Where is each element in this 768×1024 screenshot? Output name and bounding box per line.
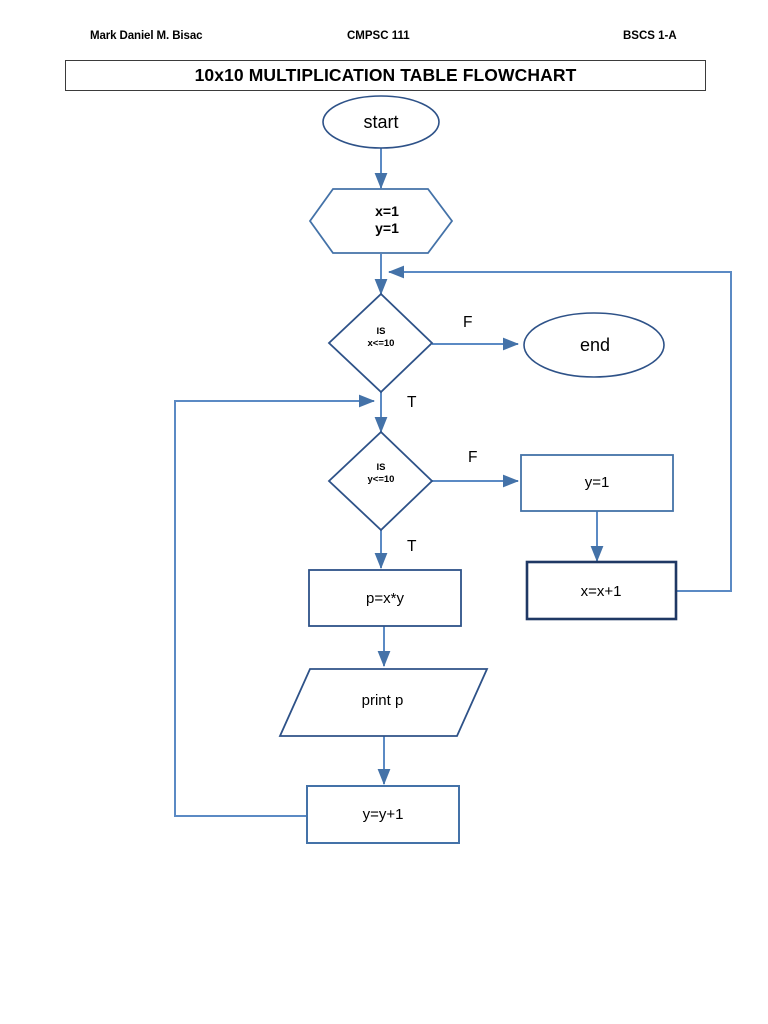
node-x-inc [525, 560, 678, 621]
node-compute [308, 569, 462, 627]
node-start [322, 95, 440, 149]
node-y-inc [306, 785, 460, 844]
header-section: BSCS 1-A [623, 30, 677, 42]
page-title: 10x10 MULTIPLICATION TABLE FLOWCHART [194, 65, 577, 85]
node-decision-y [327, 430, 434, 532]
edge-y-inc-loop-back-to-decision-y [174, 394, 375, 817]
title-banner: 10x10 MULTIPLICATION TABLE FLOWCHART [65, 60, 706, 91]
header-course-code: CMPSC 111 [347, 30, 410, 42]
node-init-hexagon [308, 188, 454, 254]
page-header: Mark Daniel M. Bisac CMPSC 111 BSCS 1-A [0, 30, 768, 50]
node-end [523, 312, 665, 378]
header-student-name: Mark Daniel M. Bisac [90, 30, 203, 42]
edge-x-inc-loop-back-to-decision-x [388, 265, 732, 592]
node-y-reset [520, 454, 674, 512]
node-print [278, 668, 489, 737]
node-decision-x [327, 292, 434, 394]
